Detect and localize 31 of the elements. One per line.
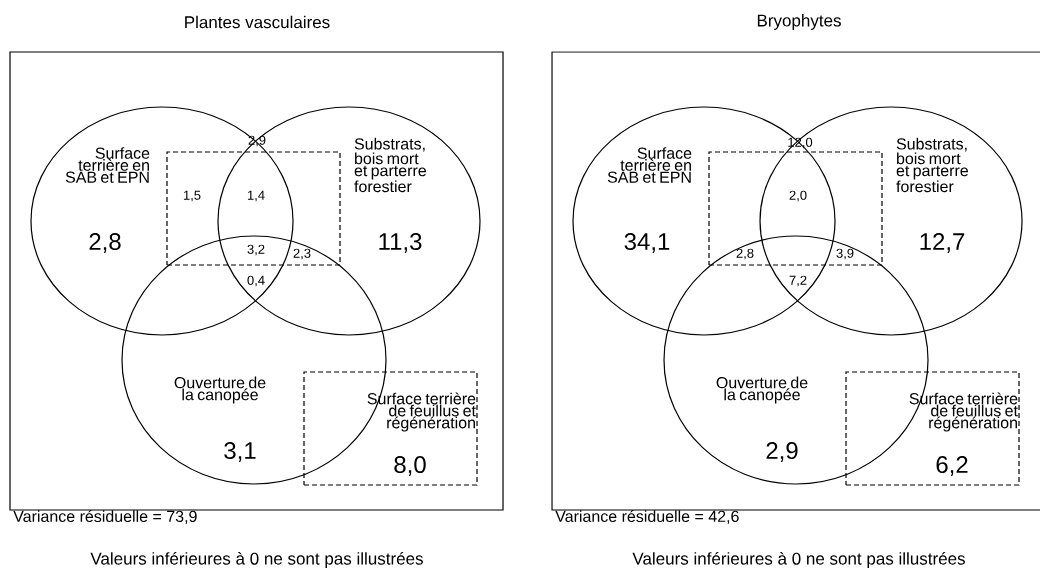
factor-name: Substrats, bois mort et parterre forestier	[896, 137, 968, 193]
dashed-box	[166, 151, 341, 266]
variance-value: 12,7	[920, 233, 965, 253]
factor-name: Ouverture de la canopée	[716, 376, 808, 404]
overlap-value: 3,2	[247, 244, 265, 256]
overlap-value: 0,4	[247, 275, 265, 287]
panel-title: Plantes vasculaires	[185, 15, 330, 29]
variance-value: 2,8	[89, 233, 121, 253]
residual-variance: Variance résiduelle = 73,9	[13, 510, 197, 524]
variance-value: 34,1	[624, 233, 670, 253]
overlap-value: 2,8	[736, 248, 754, 260]
residual-variance: Variance résiduelle = 42,6	[555, 510, 739, 524]
dashed-box	[708, 151, 883, 266]
variance-value: 3,1	[224, 442, 256, 462]
variance-value: 2,9	[766, 442, 798, 462]
factor-name: Substrats, bois mort et parterre forestier	[354, 137, 426, 193]
variance-value: 11,3	[379, 233, 422, 253]
overlap-value: 3,9	[836, 248, 854, 260]
overlap-value: 2,0	[789, 190, 807, 202]
panel-note: Valeurs inférieures à 0 ne sont pas illustrées	[90, 552, 423, 569]
factor-name: Surface terrière en SAB et EPN	[65, 147, 150, 183]
factor-name: Ouverture de la canopée	[174, 376, 266, 404]
variance-value: 8,0	[394, 456, 426, 476]
variance-value: 6,2	[936, 456, 968, 476]
panel-note: Valeurs inférieures à 0 ne sont pas illustrées	[632, 552, 965, 569]
factor-name: Surface terrière en SAB et EPN	[607, 147, 692, 183]
overlap-value: 1,5	[183, 190, 201, 202]
overlap-value: 1,4	[247, 190, 265, 202]
overlap-value: 2,3	[293, 248, 311, 260]
overlap-value: 7,2	[789, 275, 807, 287]
panel-title: Bryophytes	[757, 14, 841, 30]
